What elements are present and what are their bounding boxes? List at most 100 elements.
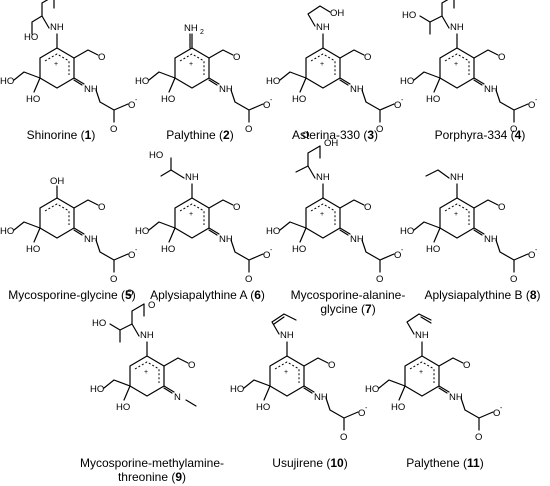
caption-close: )	[374, 128, 379, 142]
structure-aplysiapalythine-a: NH HO O NH HO HO O O - +	[135, 150, 273, 285]
caption-text: Shinorine (	[26, 128, 85, 142]
atom-o: O	[148, 300, 155, 311]
atom-ho: HO	[230, 384, 244, 395]
charge-plus: +	[419, 369, 423, 376]
caption-close: )	[371, 302, 376, 316]
caption-text: Palythine (	[166, 128, 223, 142]
caption-number: 11	[467, 456, 480, 470]
charge-plus: +	[144, 369, 148, 376]
caption-palythine: Palythine (2)	[145, 128, 255, 142]
atom-ho: HO	[135, 76, 149, 87]
caption-close: )	[229, 128, 234, 142]
atom-nh: NH	[450, 172, 464, 183]
charge-minus: -	[401, 247, 404, 254]
atom-ho: HO	[161, 244, 175, 255]
charge-minus: -	[135, 97, 138, 104]
atom-nh: NH	[84, 84, 98, 95]
structure-shinorine: NH OH O HO O NH HO HO O O - +	[0, 0, 138, 135]
atom-nh: NH	[185, 172, 199, 183]
atom-ho: HO	[400, 76, 414, 87]
atom-o: O	[126, 288, 133, 299]
structure-mycosporine-glycine: OH O NH HO HO O O -	[0, 176, 138, 285]
caption-close: )	[182, 470, 187, 484]
atom-ome: O	[463, 360, 470, 371]
charge-minus: -	[270, 97, 273, 104]
caption-aplysiapalythine-b: Aplysiapalythine B (8)	[415, 288, 550, 302]
charge-plus: +	[320, 61, 324, 68]
atom-o: O	[302, 130, 309, 141]
charge-minus: -	[500, 405, 503, 412]
atom-o: O	[394, 100, 401, 111]
atom-ho: HO	[92, 318, 106, 329]
charge-plus: +	[454, 211, 458, 218]
caption-mycosporine-alanine-glycine: Mycosporine-alanine- glycine (7)	[278, 288, 418, 316]
atom-o: O	[394, 250, 401, 261]
caption-mycosporine-glycine: Mycosporine-glycine (5)	[2, 288, 142, 302]
atom-nh: NH	[140, 330, 154, 341]
atom-o: O	[245, 274, 252, 285]
atom-ho: HO	[400, 226, 414, 237]
atom-ho: HO	[256, 402, 270, 413]
caption-number: 2	[223, 128, 230, 142]
structure-usujirene: NH O NH HO HO O O - +	[230, 313, 368, 443]
atom-nh: NH	[449, 392, 463, 403]
charge-minus: -	[156, 297, 159, 304]
atom-o: O	[493, 408, 500, 419]
caption-text-line1: Mycosporine-alanine-	[290, 288, 406, 302]
caption-number: 10	[330, 456, 344, 470]
structure-asterina-330: NH OH O NH HO HO O O - +	[266, 5, 404, 135]
atom-o: O	[376, 124, 383, 135]
atom-o: O	[110, 274, 117, 285]
charge-plus: +	[320, 211, 324, 218]
atom-nh: NH	[484, 84, 498, 95]
caption-number: 3	[367, 128, 375, 142]
caption-text-line1: Mycosporine-methylamine-	[79, 456, 225, 470]
structure-porphyra-334: NH OH O HO O NH HO HO O O - +	[400, 0, 538, 135]
atom-o: O	[340, 432, 347, 443]
caption-aplysiapalythine-a: Aplysiapalythine A (6)	[140, 288, 275, 302]
atom-ome: O	[364, 52, 371, 63]
atom-ho: HO	[116, 402, 130, 413]
atom-o: O	[128, 250, 135, 261]
caption-text: Asterina-330 (	[291, 128, 368, 142]
atom-nh: NH	[219, 234, 233, 245]
atom-o: O	[245, 124, 252, 135]
caption-usujirene: Usujirene (10)	[255, 456, 365, 470]
atom-nh: NH	[316, 172, 330, 183]
atom-nh: NH	[350, 84, 364, 95]
atom-nh: NH	[280, 330, 294, 341]
caption-number: 7	[365, 302, 372, 316]
caption-close: )	[536, 288, 541, 302]
atom-ome: O	[98, 52, 105, 63]
atom-nh: NH	[450, 22, 464, 33]
caption-palythene: Palythene (11)	[390, 456, 500, 470]
atom-nh2: NH	[184, 23, 198, 34]
atom-o: O	[128, 100, 135, 111]
atom-ome: O	[233, 202, 240, 213]
caption-text: Palythene (	[406, 456, 467, 470]
caption-text-line2: threonine (	[117, 470, 176, 484]
atom-o: O	[528, 250, 535, 261]
caption-mycosporine-methylamine-threonine: Mycosporine-methylamine- threonine (9)	[72, 456, 232, 484]
atom-ome: O	[364, 202, 371, 213]
caption-porphyra-334: Porphyra-334 (4)	[420, 128, 540, 142]
caption-number: 4	[514, 128, 522, 142]
atom-ho: HO	[391, 402, 405, 413]
atom-ho: HO	[26, 94, 40, 105]
atom-o: O	[110, 124, 117, 135]
atom-ho: HO	[292, 244, 306, 255]
charge-plus: +	[54, 61, 58, 68]
atom-ho: HO	[161, 94, 175, 105]
charge-plus: +	[189, 61, 193, 68]
caption-text: Aplysiapalythine B (	[424, 288, 530, 302]
atom-o: O	[263, 250, 270, 261]
atom-ome: O	[498, 52, 505, 63]
charge-minus: -	[535, 97, 538, 104]
atom-oh: OH	[324, 138, 338, 149]
charge-plus: +	[454, 61, 458, 68]
caption-shinorine: Shinorine (1)	[6, 128, 116, 142]
atom-ho: HO	[26, 244, 40, 255]
caption-close: )	[131, 288, 136, 302]
atom-ome: O	[233, 52, 240, 63]
